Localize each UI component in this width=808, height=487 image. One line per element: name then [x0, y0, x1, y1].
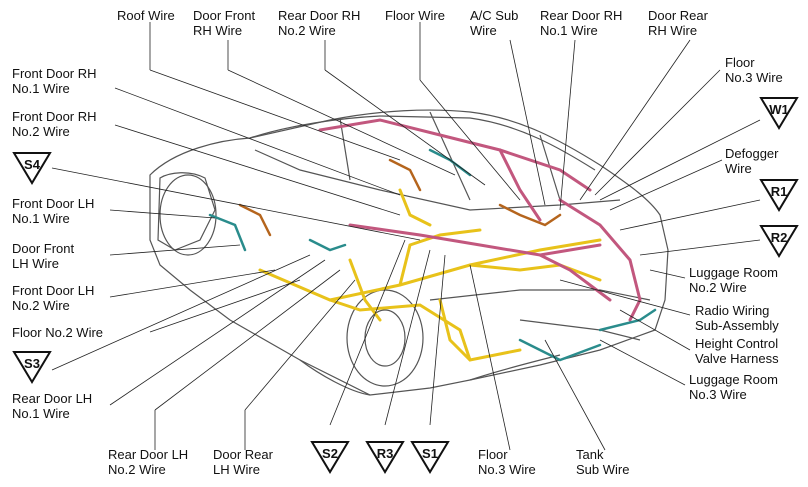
marker-s1: S1 — [410, 440, 450, 474]
label-line: No.2 Wire — [12, 298, 70, 313]
label-door-front-lh-wire: Door Front LH Wire — [12, 241, 74, 271]
label-line: Floor — [478, 447, 508, 462]
leader-lines — [51, 22, 761, 451]
label-line: Luggage Room — [689, 265, 778, 280]
label-line: Height Control — [695, 336, 779, 351]
triangle-icon — [410, 441, 450, 474]
harness-teal — [208, 148, 657, 362]
marker-label: S3 — [24, 356, 40, 371]
label-line: RH Wire — [193, 23, 243, 38]
label-line: Door Rear — [213, 447, 273, 462]
label-tank-sub-wire: Tank Sub Wire — [576, 447, 629, 477]
label-defogger-wire: Defogger Wire — [725, 146, 778, 176]
label-radio-wiring-sub-assembly: Radio Wiring Sub-Assembly — [695, 303, 779, 333]
label-line: LH Wire — [12, 256, 59, 271]
marker-s4: S4 — [12, 151, 52, 185]
marker-label: S4 — [24, 157, 40, 172]
triangle-icon — [12, 152, 52, 185]
label-line: Door Rear — [648, 8, 708, 23]
label-line: No.1 Wire — [540, 23, 598, 38]
marker-r1: R1 — [759, 178, 799, 212]
marker-s2: S2 — [310, 440, 350, 474]
label-line: Sub-Assembly — [695, 318, 779, 333]
label-line: Sub Wire — [576, 462, 630, 477]
label-height-control-valve-harness: Height Control Valve Harness — [695, 336, 779, 366]
triangle-icon — [310, 441, 350, 474]
label-rear-door-lh-no1-wire: Rear Door LH No.1 Wire — [12, 391, 92, 421]
label-line: No.3 Wire — [478, 462, 536, 477]
label-ac-sub-wire: A/C Sub Wire — [470, 8, 518, 38]
marker-label: W1 — [769, 102, 789, 117]
car-body-outline — [149, 109, 669, 396]
label-line: No.1 Wire — [12, 211, 70, 226]
label-door-rear-lh-wire: Door Rear LH Wire — [213, 447, 273, 477]
label-line: No.2 Wire — [108, 462, 166, 477]
label-line: No.2 Wire — [278, 23, 336, 38]
label-luggage-room-no2-wire: Luggage Room No.2 Wire — [689, 265, 778, 295]
triangle-icon — [759, 179, 799, 212]
marker-r3: R3 — [365, 440, 405, 474]
label-line: Wire — [725, 161, 752, 176]
label-line: No.1 Wire — [12, 406, 70, 421]
marker-label: S1 — [422, 446, 438, 461]
label-floor-wire: Floor Wire — [385, 8, 445, 23]
harness-pink — [318, 118, 642, 322]
label-line: Valve Harness — [695, 351, 779, 366]
label-line: No.1 Wire — [12, 81, 70, 96]
marker-w1: W1 — [759, 96, 799, 130]
label-line: No.3 Wire — [725, 70, 783, 85]
label-line: Wire — [470, 23, 497, 38]
marker-label: R3 — [376, 446, 394, 461]
triangle-icon — [12, 351, 52, 384]
label-line: Rear Door LH — [108, 447, 189, 462]
marker-label: R2 — [770, 230, 788, 245]
label-line: LH Wire — [213, 462, 260, 477]
label-line: Front Door LH — [12, 283, 95, 298]
label-luggage-room-no3-wire: Luggage Room No.3 Wire — [689, 372, 778, 402]
triangle-icon — [759, 97, 799, 130]
label-line: Front Door LH — [12, 196, 95, 211]
label-front-door-lh-no1-wire: Front Door LH No.1 Wire — [12, 196, 94, 226]
harness-brown — [238, 158, 562, 237]
label-floor-no2-wire: Floor No.2 Wire — [12, 325, 104, 340]
label-front-door-lh-no2-wire: Front Door LH No.2 Wire — [12, 283, 94, 313]
label-line: Floor — [725, 55, 755, 70]
label-line: No.3 Wire — [689, 387, 747, 402]
label-floor-no3-wire-top: Floor No.3 Wire — [725, 55, 783, 85]
label-front-door-rh-no2-wire: Front Door RH No.2 Wire — [12, 109, 97, 139]
label-rear-door-rh-no1-wire: Rear Door RH No.1 Wire — [540, 8, 622, 38]
label-line: No.2 Wire — [689, 280, 747, 295]
harness-yellow — [258, 188, 602, 362]
label-rear-door-lh-no2-wire: Rear Door LH No.2 Wire — [108, 447, 188, 477]
label-line: Front Door RH — [12, 109, 97, 124]
label-line: Rear Door LH — [12, 391, 93, 406]
label-line: RH Wire — [648, 23, 698, 38]
label-line: Door Front — [193, 8, 256, 23]
label-line: Radio Wiring — [695, 303, 770, 318]
label-line: Defogger — [725, 146, 779, 161]
marker-s3: S3 — [12, 350, 52, 384]
label-line: Door Front — [12, 241, 75, 256]
label-line: Tank — [576, 447, 604, 462]
marker-label: R1 — [770, 184, 788, 199]
label-door-rear-rh-wire: Door Rear RH Wire — [648, 8, 708, 38]
label-roof-wire: Roof Wire — [117, 8, 175, 23]
label-line: Front Door RH — [12, 66, 97, 81]
label-line: A/C Sub — [470, 8, 519, 23]
label-front-door-rh-no1-wire: Front Door RH No.1 Wire — [12, 66, 97, 96]
label-line: Rear Door RH — [278, 8, 361, 23]
label-line: Luggage Room — [689, 372, 778, 387]
marker-r2: R2 — [759, 224, 799, 258]
triangle-icon — [365, 441, 405, 474]
triangle-icon — [759, 225, 799, 258]
label-floor-no3-wire-bottom: Floor No.3 Wire — [478, 447, 536, 477]
label-line: No.2 Wire — [12, 124, 70, 139]
marker-label: S2 — [322, 446, 338, 461]
label-door-front-rh-wire: Door Front RH Wire — [193, 8, 255, 38]
label-rear-door-rh-no2-wire: Rear Door RH No.2 Wire — [278, 8, 360, 38]
label-line: Rear Door RH — [540, 8, 623, 23]
